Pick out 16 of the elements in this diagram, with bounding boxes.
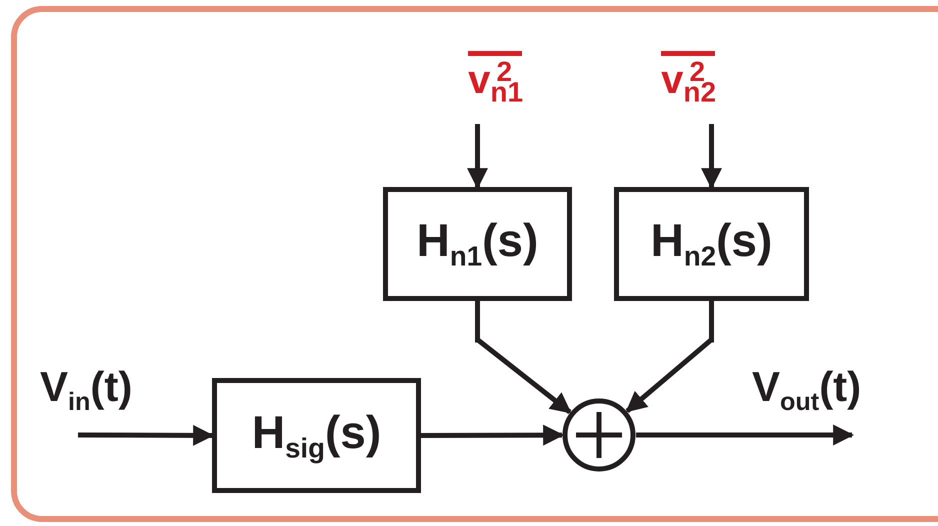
- signal-label: V$_{out}$(t): [752, 366, 862, 416]
- transfer-function-label: H$_{n1}$(s): [416, 217, 538, 271]
- arrow: [701, 124, 722, 190]
- summing-junction-icon: [562, 398, 636, 472]
- arrow: [636, 424, 854, 446]
- arrow: [421, 424, 564, 446]
- arrow: [78, 424, 214, 446]
- arrow: [475, 301, 572, 414]
- signal-label: V$_{in}$(t): [40, 366, 132, 416]
- arrow: [467, 124, 488, 190]
- arrow: [626, 301, 714, 413]
- transfer-function-label: H$_{n2}$(s): [650, 217, 772, 271]
- block-box: [383, 187, 572, 301]
- block-box: [212, 378, 421, 493]
- transfer-function-label: H$_{sig}$(s): [252, 408, 382, 462]
- block-box: [614, 187, 809, 301]
